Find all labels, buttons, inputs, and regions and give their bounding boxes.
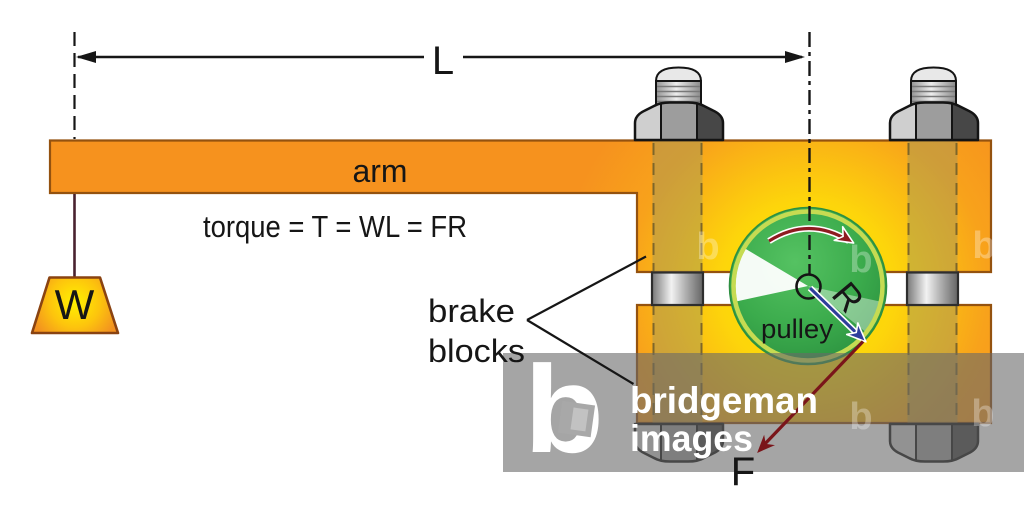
watermark-logo: b bridgeman images [524, 341, 818, 479]
weight-label: W [55, 281, 95, 328]
rotation-arrow [767, 225, 855, 244]
leader-line-lower [526, 319, 635, 385]
watermark-faint-b: b [849, 396, 872, 438]
arrowhead-right [785, 51, 805, 63]
arrowhead-left [76, 51, 96, 63]
watermark-faint-b: b [972, 225, 995, 267]
weight-block [30, 276, 120, 335]
length-dimension: L [73, 32, 805, 139]
watermark-logo-card [557, 400, 596, 438]
watermark-brand-line2: images [630, 418, 753, 459]
length-label: L [432, 39, 454, 83]
force-arrow [757, 340, 865, 453]
arm-label: arm [353, 153, 408, 189]
brake-label-line1: brake [428, 293, 515, 329]
brake-label-line2: blocks [428, 333, 525, 369]
pulley: b R pulley [728, 32, 888, 366]
radius-arrow [807, 285, 867, 343]
weight-assembly: W [30, 194, 120, 335]
pulley-label: pulley [761, 314, 834, 344]
leader-line-upper [526, 255, 647, 321]
watermark-faint-b: b [849, 239, 872, 281]
brake-blocks-label: brake blocks [428, 255, 647, 385]
watermark-faint-b: b [696, 226, 719, 268]
pulley-hub [795, 273, 822, 300]
watermark-brand-line1: bridgeman [630, 380, 818, 421]
torque-formula: torque = T = WL = FR [203, 209, 467, 244]
watermark-faint-b: b [971, 393, 994, 435]
force-label: F [731, 450, 755, 494]
